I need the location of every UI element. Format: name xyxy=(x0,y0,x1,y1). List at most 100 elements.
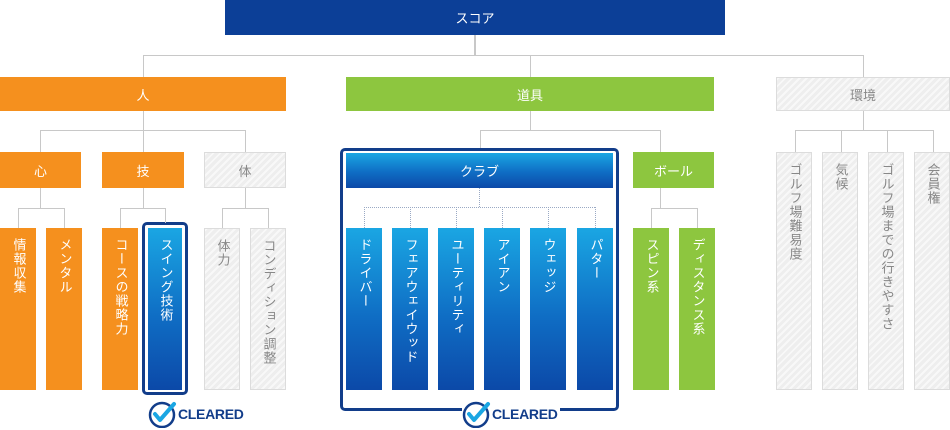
connector xyxy=(18,208,19,228)
item-stamina: 体力 xyxy=(204,228,240,390)
connector xyxy=(245,130,246,152)
connector xyxy=(863,55,864,77)
connector xyxy=(364,207,365,228)
connector xyxy=(474,35,476,55)
group-club: クラブ xyxy=(346,153,613,188)
item-label: ゴルフ場難易度 xyxy=(786,163,802,261)
item-utility: ユーティリティ xyxy=(438,228,474,390)
connector xyxy=(245,188,246,208)
root-node: スコア xyxy=(225,0,725,35)
connector xyxy=(530,111,531,130)
connector xyxy=(268,208,269,228)
category-person-label: 人 xyxy=(136,88,150,104)
item-driver: ドライバー xyxy=(346,228,382,390)
connector xyxy=(165,208,166,223)
cleared-label: CLEARED xyxy=(178,406,244,422)
category-person: 人 xyxy=(0,77,286,111)
connector xyxy=(410,207,411,228)
connector xyxy=(863,111,864,130)
group-body: 体 xyxy=(204,152,286,188)
connector xyxy=(651,208,697,209)
connector xyxy=(120,208,166,209)
connector xyxy=(64,208,65,228)
connector xyxy=(364,207,595,208)
group-club-label: クラブ xyxy=(459,165,499,180)
item-info-gathering: 情報収集 xyxy=(0,228,36,390)
group-skill-label: 技 xyxy=(136,164,150,180)
group-ball: ボール xyxy=(633,152,714,188)
connector xyxy=(795,130,796,152)
group-mind: 心 xyxy=(0,152,81,188)
connector xyxy=(548,207,549,228)
item-course-access: ゴルフ場までの行きやすさ xyxy=(868,152,904,390)
item-label: ゴルフ場までの行きやすさ xyxy=(878,163,894,331)
item-climate: 気候 xyxy=(822,152,858,390)
connector xyxy=(933,130,934,152)
item-putter: パター xyxy=(577,228,613,390)
cleared-label: CLEARED xyxy=(492,406,558,422)
check-icon xyxy=(462,401,490,428)
connector xyxy=(18,208,64,209)
item-label: コンディション調整 xyxy=(260,239,276,365)
connector xyxy=(143,130,144,152)
connector xyxy=(143,188,144,208)
item-spin: スピン系 xyxy=(633,228,669,390)
connector xyxy=(887,130,888,152)
connector xyxy=(479,188,480,207)
connector xyxy=(697,208,698,228)
item-label: コースの戦略力 xyxy=(112,238,128,336)
swing-cleared-badge: CLEARED xyxy=(148,400,246,428)
connector xyxy=(40,130,41,152)
item-iron: アイアン xyxy=(484,228,520,390)
item-label: 気候 xyxy=(832,163,848,191)
connector xyxy=(660,188,661,208)
item-membership: 会員権 xyxy=(914,152,950,390)
group-mind-label: 心 xyxy=(33,164,47,180)
item-course-difficulty: ゴルフ場難易度 xyxy=(776,152,812,390)
connector xyxy=(456,207,457,228)
category-environment: 環境 xyxy=(776,77,950,111)
item-condition-adjustment: コンディション調整 xyxy=(250,228,286,390)
item-label: 会員権 xyxy=(924,163,940,205)
item-label: スピン系 xyxy=(643,238,659,294)
item-wedge: ウェッジ xyxy=(530,228,566,390)
connector xyxy=(120,208,121,228)
item-label: メンタル xyxy=(56,238,72,294)
item-swing-technique: スイング技術 xyxy=(148,228,182,390)
connector xyxy=(530,55,531,77)
connector xyxy=(143,55,144,77)
group-body-label: 体 xyxy=(238,164,252,180)
connector xyxy=(660,130,661,152)
root-label: スコア xyxy=(455,12,495,27)
item-label: アイアン xyxy=(494,238,510,294)
item-label: スイング技術 xyxy=(157,238,173,322)
connector xyxy=(40,188,41,208)
connector xyxy=(222,208,268,209)
item-label: ウェッジ xyxy=(540,238,556,294)
item-label: 体力 xyxy=(214,239,230,267)
item-label: フェアウェイウッド xyxy=(402,238,418,364)
item-label: ディスタンス系 xyxy=(689,238,705,336)
connector xyxy=(480,130,660,131)
connector xyxy=(222,208,223,228)
check-icon xyxy=(148,401,176,428)
item-label: 情報収集 xyxy=(10,238,26,294)
connector xyxy=(40,130,245,131)
category-equipment-label: 道具 xyxy=(516,88,543,104)
connector xyxy=(841,130,842,152)
item-label: ドライバー xyxy=(356,238,372,308)
item-fairway-wood: フェアウェイウッド xyxy=(392,228,428,390)
group-skill: 技 xyxy=(102,152,184,188)
connector xyxy=(795,130,933,131)
connector xyxy=(143,111,144,130)
category-equipment: 道具 xyxy=(346,77,714,111)
connector xyxy=(480,130,481,150)
connector xyxy=(502,207,503,228)
item-label: ユーティリティ xyxy=(448,238,464,336)
connector xyxy=(595,207,596,228)
item-distance: ディスタンス系 xyxy=(679,228,715,390)
club-cleared-badge: CLEARED xyxy=(462,400,560,428)
category-environment-label: 環境 xyxy=(849,88,876,104)
item-course-strategy: コースの戦略力 xyxy=(102,228,138,390)
group-ball-label: ボール xyxy=(653,164,693,180)
